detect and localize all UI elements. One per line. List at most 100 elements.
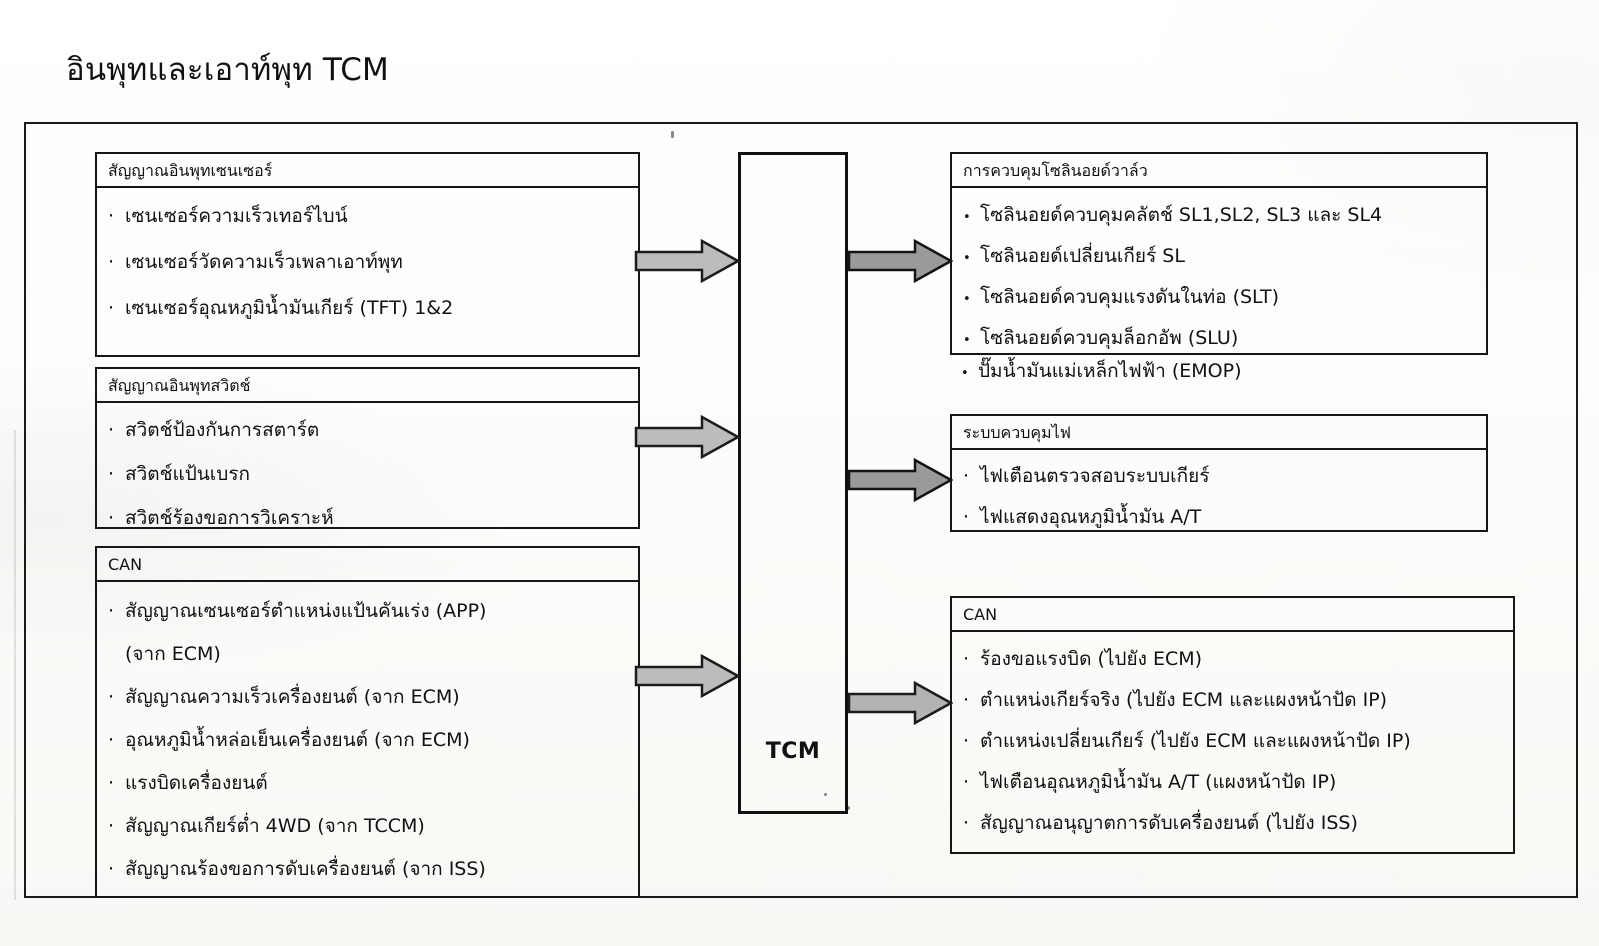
list-item: · สวิตช์ป้องกันการสตาร์ต [108, 421, 630, 440]
list-item-label: สัญญาณอนุญาตการดับเครื่องยนต์ (ไปยัง ISS… [980, 812, 1358, 834]
scan-speck [846, 806, 850, 810]
list-item: · สัญญาณความเร็วเครื่องยนต์ (จาก ECM) [108, 688, 630, 707]
list-item-label: เซนเซอร์ความเร็วเทอร์ไบน์ [125, 205, 348, 227]
panel-solenoid-valve-control: การควบคุมโซลินอยด์วาล์ว • โซลินอยด์ควบคุ… [950, 152, 1488, 355]
list-item: · ตำแหน่งเปลี่ยนเกียร์ (ไปยัง ECM และแผง… [963, 732, 1505, 751]
panel-can-output: CAN · ร้องขอแรงบิด (ไปยัง ECM) · ตำแหน่ง… [950, 596, 1515, 854]
list-item-label: ตำแหน่งเกียร์จริง (ไปยัง ECM และแผงหน้าป… [980, 689, 1388, 711]
dash-marker-icon: · [108, 772, 115, 794]
list-item-label: ปั๊มน้ำมันแม่เหล็กไฟฟ้า (EMOP) [978, 360, 1242, 382]
page-title: อินพุทและเอาท์พุท TCM [66, 52, 389, 88]
list-item: • โซลินอยด์ควบคุมล็อกอัพ (SLU) [963, 329, 1478, 348]
panel-body-switch-input-signals: · สวิตช์ป้องกันการสตาร์ต · สวิตช์แป้นเบร… [97, 403, 638, 532]
arrow-tcm-to-solenoid-valve-control [847, 238, 953, 284]
arrow-can-input-to-tcm [634, 653, 740, 699]
scan-edge-artifact [14, 430, 16, 900]
list-item-label: สัญญาณเกียร์ต่ำ 4WD (จาก TCCM) [125, 815, 425, 837]
list-item-label: แรงบิดเครื่องยนต์ [125, 772, 268, 794]
list-item: · ไฟเตือนตรวจสอบระบบเกียร์ [963, 467, 1478, 486]
list-item: · สัญญาณเซนเซอร์ตำแหน่งแป้นคันเร่ง (APP) [108, 602, 630, 621]
list-item-label: สวิตช์แป้นเบรก [125, 463, 251, 485]
list-item: · สวิตช์แป้นเบรก [108, 465, 630, 484]
arrow-sensor-input-to-tcm [634, 238, 740, 284]
list-item: · เซนเซอร์วัดความเร็วเพลาเอาท์พุท [108, 253, 630, 272]
panel-title-switch-input-signals: สัญญาณอินพุทสวิตช์ [97, 369, 638, 403]
list-item-label: เซนเซอร์วัดความเร็วเพลาเอาท์พุท [125, 251, 403, 273]
list-item: · ไฟเตือนอุณหภูมิน้ำมัน A/T (แผงหน้าปัด … [963, 773, 1505, 792]
list-item: · อุณหภูมิน้ำหล่อเย็นเครื่องยนต์ (จาก EC… [108, 731, 630, 750]
panel-title-lamp-control-system: ระบบควบคุมไฟ [952, 416, 1486, 450]
list-item: · ตำแหน่งเกียร์จริง (ไปยัง ECM และแผงหน้… [963, 691, 1505, 710]
dash-marker-icon: · [108, 686, 115, 708]
dash-marker-icon: · [963, 771, 970, 793]
list-item-label: ไฟแสดงอุณหภูมิน้ำมัน A/T [980, 506, 1202, 528]
panel-can-input: CAN · สัญญาณเซนเซอร์ตำแหน่งแป้นคันเร่ง (… [95, 546, 640, 898]
list-item-label: โซลินอยด์เปลี่ยนเกียร์ SL [980, 245, 1185, 267]
dash-marker-icon: · [108, 205, 115, 227]
panel-body-solenoid-valve-control: • โซลินอยด์ควบคุมคลัตช์ SL1,SL2, SL3 และ… [952, 188, 1486, 352]
list-item-label: โซลินอยด์ควบคุมคลัตช์ SL1,SL2, SL3 และ S… [980, 204, 1383, 226]
dash-marker-icon: · [963, 730, 970, 752]
panel-body-lamp-control-system: · ไฟเตือนตรวจสอบระบบเกียร์ · ไฟแสดงอุณหภ… [952, 450, 1486, 531]
list-item: · สัญญาณอนุญาตการดับเครื่องยนต์ (ไปยัง I… [963, 814, 1505, 833]
list-item-label: เซนเซอร์อุณหภูมิน้ำมันเกียร์ (TFT) 1&2 [125, 297, 454, 319]
scan-speck [671, 131, 674, 138]
list-item-label: ไฟเตือนตรวจสอบระบบเกียร์ [980, 465, 1210, 487]
arrow-tcm-to-lamp-control-system [847, 457, 953, 503]
list-item: • โซลินอยด์ควบคุมแรงดันในท่อ (SLT) [963, 288, 1478, 307]
list-item-label: สัญญาณร้องขอการดับเครื่องยนต์ (จาก ISS) [125, 858, 486, 880]
list-item-label: สวิตช์ร้องขอการวิเคราะห์ [125, 507, 334, 529]
list-item-label: สัญญาณเซนเซอร์ตำแหน่งแป้นคันเร่ง (APP) [125, 600, 487, 622]
list-item-label: โซลินอยด์ควบคุมล็อกอัพ (SLU) [980, 327, 1239, 349]
list-item-label: ตำแหน่งเปลี่ยนเกียร์ (ไปยัง ECM และแผงหน… [980, 730, 1411, 752]
bullet-marker-icon: • [961, 366, 969, 381]
dash-marker-icon: · [108, 251, 115, 273]
dash-marker-icon: · [108, 729, 115, 751]
dash-marker-icon: · [108, 463, 115, 485]
list-item: · สัญญาณเกียร์ต่ำ 4WD (จาก TCCM) [108, 817, 630, 836]
panel-body-can-output: · ร้องขอแรงบิด (ไปยัง ECM) · ตำแหน่งเกีย… [952, 632, 1513, 837]
list-item: · สวิตช์ร้องขอการวิเคราะห์ [108, 509, 630, 528]
list-item-label: โซลินอยด์ควบคุมแรงดันในท่อ (SLT) [980, 286, 1280, 308]
list-item: · สัญญาณร้องขอการดับเครื่องยนต์ (จาก ISS… [108, 860, 630, 879]
list-item-emop-outside-box: • ปั๊มน้ำมันแม่เหล็กไฟฟ้า (EMOP) [961, 362, 1242, 381]
bullet-marker-icon: • [963, 333, 971, 348]
bullet-marker-icon: • [963, 292, 971, 307]
panel-title-can-output: CAN [952, 598, 1513, 632]
list-item: • โซลินอยด์ควบคุมคลัตช์ SL1,SL2, SL3 และ… [963, 206, 1478, 225]
list-item-label: (จาก ECM) [125, 643, 221, 665]
list-item: • โซลินอยด์เปลี่ยนเกียร์ SL [963, 247, 1478, 266]
panel-switch-input-signals: สัญญาณอินพุทสวิตช์ · สวิตช์ป้องกันการสตา… [95, 367, 640, 529]
bullet-marker-icon: • [963, 251, 971, 266]
tcm-node: TCM [738, 152, 848, 814]
dash-marker-icon: · [963, 465, 970, 487]
list-item: · ร้องขอแรงบิด (ไปยัง ECM) [963, 650, 1505, 669]
tcm-node-label: TCM [765, 739, 821, 764]
list-item: · แรงบิดเครื่องยนต์ [108, 774, 630, 793]
dash-marker-icon: · [963, 812, 970, 834]
list-item-label: ไฟเตือนอุณหภูมิน้ำมัน A/T (แผงหน้าปัด IP… [980, 771, 1337, 793]
list-item: · เซนเซอร์ความเร็วเทอร์ไบน์ [108, 207, 630, 226]
dash-marker-icon: · [963, 506, 970, 528]
panel-sensor-input-signals: สัญญาณอินพุทเซนเซอร์ · เซนเซอร์ความเร็วเ… [95, 152, 640, 357]
bullet-marker-icon: • [963, 210, 971, 225]
list-item: · ไฟแสดงอุณหภูมิน้ำมัน A/T [963, 508, 1478, 527]
list-item-label: อุณหภูมิน้ำหล่อเย็นเครื่องยนต์ (จาก ECM) [125, 729, 470, 751]
arrow-switch-input-to-tcm [634, 414, 740, 460]
list-item-label: สวิตช์ป้องกันการสตาร์ต [125, 419, 320, 441]
panel-title-sensor-input-signals: สัญญาณอินพุทเซนเซอร์ [97, 154, 638, 188]
list-item-label: ร้องขอแรงบิด (ไปยัง ECM) [980, 648, 1203, 670]
dash-marker-icon: · [963, 689, 970, 711]
dash-marker-icon: · [108, 858, 115, 880]
dash-marker-icon: · [108, 507, 115, 529]
dash-marker-icon: · [108, 815, 115, 837]
list-item-label: สัญญาณความเร็วเครื่องยนต์ (จาก ECM) [125, 686, 460, 708]
arrow-tcm-to-can-output [847, 680, 953, 726]
dash-marker-icon: · [108, 297, 115, 319]
dash-marker-icon: · [108, 419, 115, 441]
dash-marker-icon: · [108, 600, 115, 622]
dash-marker-icon: · [963, 648, 970, 670]
list-item: (จาก ECM) [108, 645, 630, 664]
panel-title-solenoid-valve-control: การควบคุมโซลินอยด์วาล์ว [952, 154, 1486, 188]
list-item: · เซนเซอร์อุณหภูมิน้ำมันเกียร์ (TFT) 1&2 [108, 299, 630, 318]
